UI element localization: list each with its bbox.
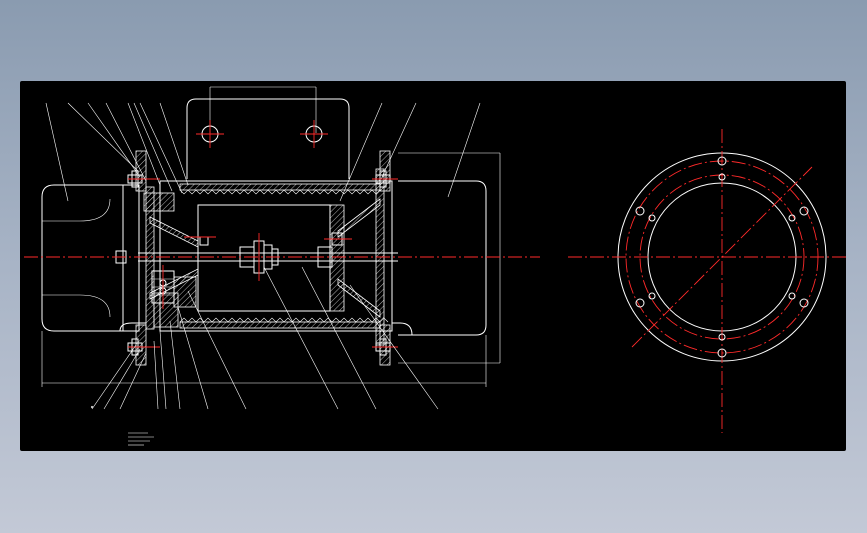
right-flange-bolt-top xyxy=(375,170,391,188)
cad-viewport[interactable] xyxy=(20,81,846,451)
drum-wall-top xyxy=(179,183,381,191)
drum-outer xyxy=(159,180,393,332)
left-flange-bolt-bottom xyxy=(127,338,143,356)
end-view-cl-diagonal xyxy=(631,166,813,348)
small-bearing-top xyxy=(199,236,209,246)
right-flange-bottom xyxy=(379,324,391,366)
section-view xyxy=(24,86,540,387)
right-flange-bolt-bottom xyxy=(375,338,391,356)
left-bearing-block xyxy=(143,192,175,212)
left-motor-housing xyxy=(41,184,138,332)
left-foot xyxy=(119,322,146,332)
drum-thread-bottom xyxy=(179,317,389,323)
left-motor-curve-top xyxy=(42,198,111,222)
leader-lines xyxy=(45,102,481,410)
right-motor-housing xyxy=(398,180,487,336)
notes-block xyxy=(128,432,154,446)
mounting-bracket xyxy=(186,98,350,179)
drum-thread-top xyxy=(179,189,381,195)
end-view xyxy=(568,129,846,433)
left-cone-top xyxy=(149,216,199,248)
left-motor-curve-bottom xyxy=(42,294,111,318)
right-inner-block xyxy=(329,204,345,312)
left-end-flange xyxy=(122,184,140,332)
drum-wall-bottom xyxy=(179,321,381,329)
end-view-bolts xyxy=(635,156,809,358)
left-end-plate xyxy=(145,186,155,330)
right-foot xyxy=(392,322,413,336)
cad-drawing xyxy=(24,86,846,446)
